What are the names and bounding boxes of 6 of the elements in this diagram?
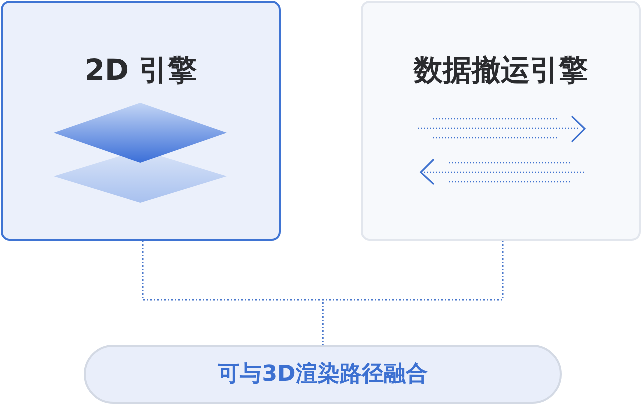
card-title: 2D 引擎 xyxy=(84,52,198,89)
dotted-connector xyxy=(322,241,504,345)
card-title: 数据撤运引擎 xyxy=(412,52,589,89)
engine-card xyxy=(361,1,641,241)
pill-text: 可与3D渲染路径融合 xyxy=(218,360,428,388)
engine-card xyxy=(1,1,281,241)
